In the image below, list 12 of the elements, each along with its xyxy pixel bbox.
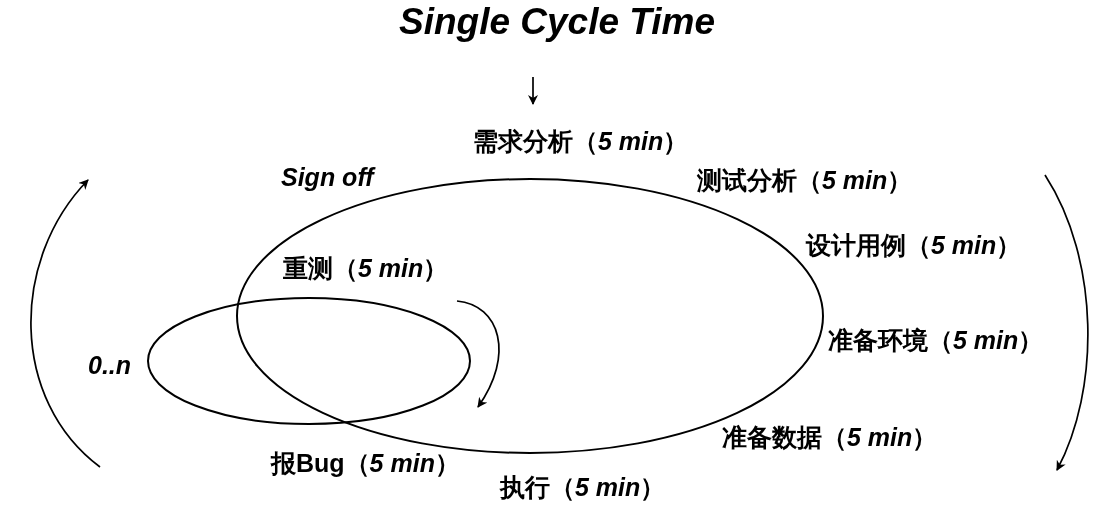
step-label: 设计用例（5 min） <box>806 230 1022 260</box>
repeat-count-label: 0..n <box>88 350 132 380</box>
loop-ellipse <box>146 296 472 426</box>
step-label: 需求分析（5 min） <box>473 126 689 156</box>
diagram-title: Single Cycle Time <box>398 0 716 44</box>
step-label: 准备数据（5 min） <box>722 422 938 452</box>
sign-off-label: Sign off <box>281 162 374 192</box>
step-label: 准备环境（5 min） <box>828 325 1044 355</box>
step-label: 重测（5 min） <box>283 253 449 283</box>
step-label: 执行（5 min） <box>500 472 666 502</box>
step-label: 报Bug（5 min） <box>271 448 460 478</box>
step-label: 测试分析（5 min） <box>697 165 913 195</box>
